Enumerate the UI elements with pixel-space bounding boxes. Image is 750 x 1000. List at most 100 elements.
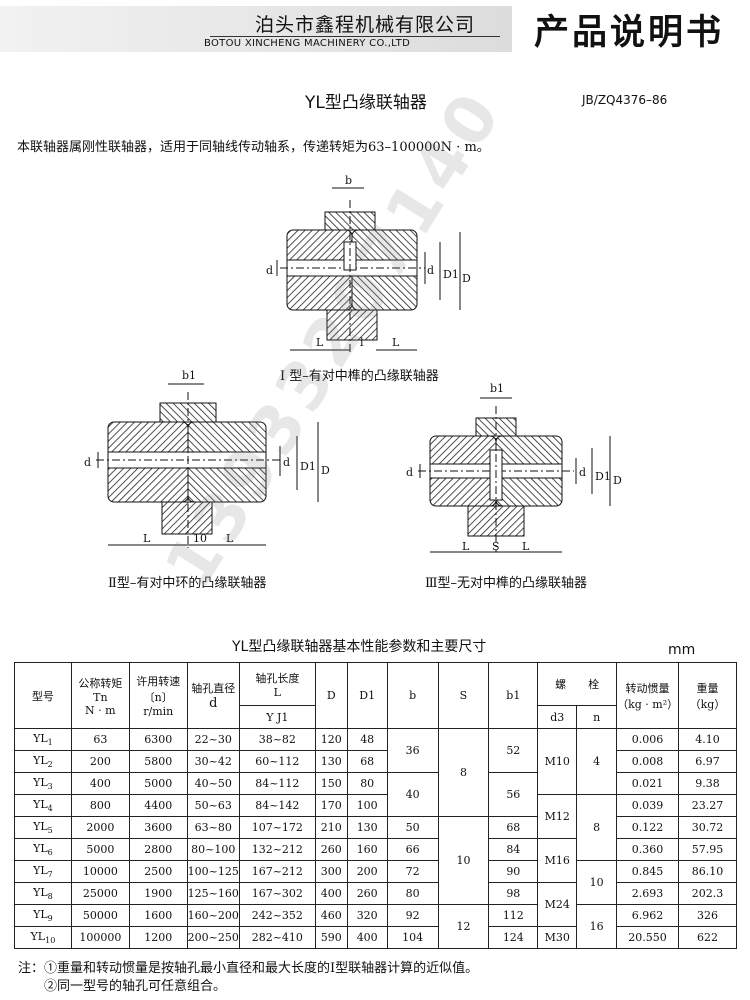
cell-weight: 326 [677, 904, 738, 927]
cell-D: 590 [314, 926, 348, 949]
cell-model: YL8 [14, 882, 72, 905]
header-bore-len-label: 轴孔长度 [255, 671, 300, 685]
cell-bore-dia: 40~50 [186, 772, 240, 795]
table-row: YL2 200 5800 30~42 60~112 130 68 0.008 6… [14, 750, 738, 773]
cell-weight: 4.10 [677, 728, 738, 751]
cell-b1: 124 [488, 926, 539, 949]
fig1-label-l: l [360, 336, 364, 349]
header-model: 型号 [14, 662, 72, 729]
cell-b: 72 [386, 860, 439, 883]
cell-D: 260 [314, 838, 348, 861]
cell-b1: 52 [488, 728, 539, 773]
notes: 注：①重量和转动惯量是按轴孔最小直径和最大长度的I型联轴器计算的近似值。 ②同一… [18, 960, 478, 996]
cell-b: 104 [386, 926, 439, 949]
table-row: YL9 50000 1600 160~200 242~352 460 320 9… [14, 904, 738, 949]
cell-speed: 3600 [128, 816, 188, 839]
cell-bore-dia: 30~42 [186, 750, 240, 773]
header-speed: 许用转速 〔n〕 r/min [128, 662, 188, 729]
cell-D1: 160 [346, 838, 388, 861]
cell-D: 120 [314, 728, 348, 751]
table-unit: mm [668, 642, 696, 658]
cell-n: 10 [576, 860, 618, 905]
cell-D1: 320 [346, 904, 388, 927]
cell-D1: 400 [346, 926, 388, 949]
table-row: YL5 2000 3600 63~80 107~172 210 130 50 1… [14, 816, 738, 905]
cell-d3: M12 [537, 794, 578, 839]
table-header-row-1: 型号 公称转矩 Tn N · m 许用转速 〔n〕 r/min 轴孔直径 d 轴… [14, 662, 738, 729]
cell-n: 8 [576, 794, 618, 861]
cell-model: YL4 [14, 794, 72, 817]
header-n: n [576, 705, 618, 729]
header-D: D [314, 662, 348, 729]
cell-D1: 48 [346, 728, 388, 751]
cell-b: 36 [386, 728, 439, 773]
company-name-cn: 泊头市鑫程机械有限公司 [255, 14, 476, 36]
fig1-label-D1: D1 [443, 268, 459, 281]
cell-d3: M16 [537, 838, 578, 883]
table-row: YL3 400 5000 40~50 84~112 150 80 40 56 0… [14, 772, 738, 817]
cell-bore-dia: 80~100 [186, 838, 240, 861]
header-bore-dia-sym: d [209, 696, 218, 711]
fig3-label-S: S [492, 540, 500, 553]
cell-D1: 80 [346, 772, 388, 795]
header-torque: 公称转矩 Tn N · m [70, 662, 130, 729]
cell-tn: 400 [70, 772, 130, 795]
fig1-caption: I 型–有对中榫的凸缘联轴器 [280, 368, 439, 384]
cell-b1: 98 [488, 882, 539, 905]
company-name-en: BOTOU XINCHENG MACHINERY CO.,LTD [204, 38, 411, 49]
header-weight-label: 重量 [696, 681, 719, 695]
product-title: YL型凸缘联轴器 [305, 93, 427, 113]
cell-weight: 86.10 [677, 860, 738, 883]
document-title: 产品说明书 [534, 13, 725, 53]
table-row: YL7 10000 2500 100~125 167~212 300 200 7… [14, 860, 738, 905]
cell-D: 460 [314, 904, 348, 927]
cell-b1: 84 [488, 838, 539, 861]
cell-d3: M24 [537, 882, 578, 927]
header-speed-unit: r/min [143, 705, 174, 718]
cell-speed: 1200 [128, 926, 188, 949]
cell-weight: 30.72 [677, 816, 738, 839]
table-row: YL10 100000 1200 200~250 282~410 590 400… [14, 926, 738, 949]
cell-speed: 1600 [128, 904, 188, 927]
cell-bore-len: 107~172 [238, 816, 316, 839]
header-weight: 重量 （kg） [677, 662, 738, 729]
figure-type-3 [418, 397, 611, 553]
cell-D: 130 [314, 750, 348, 773]
cell-D1: 100 [346, 794, 388, 817]
cell-bore-len: 84~142 [238, 794, 316, 817]
cell-S: 8 [437, 728, 490, 817]
fig3-label-L-left: L [462, 540, 470, 553]
cell-tn: 2000 [70, 816, 130, 839]
cell-model: YL5 [14, 816, 72, 839]
header-torque-unit: N · m [85, 703, 116, 717]
fig2-label-L-right: L [226, 532, 234, 545]
fig2-label-d: d [84, 456, 91, 469]
fig3-caption: Ⅲ型–无对中榫的凸缘联轴器 [425, 575, 587, 591]
cell-tn: 25000 [70, 882, 130, 905]
cell-weight: 6.97 [677, 750, 738, 773]
cell-bore-dia: 22~30 [186, 728, 240, 751]
cell-n: 4 [576, 728, 618, 795]
cell-model: YL2 [14, 750, 72, 773]
cell-model: YL1 [14, 728, 72, 751]
cell-b: 66 [386, 838, 439, 861]
header-speed-sym: 〔n〕 [143, 691, 173, 704]
header-bore-dia-label: 轴孔直径 [191, 682, 236, 695]
cell-inertia: 0.021 [616, 772, 679, 795]
header-bore-len-sym: L [273, 685, 281, 699]
cell-D: 170 [314, 794, 348, 817]
cell-bore-len: 132~212 [238, 838, 316, 861]
standard-code: JB/ZQ4376–86 [582, 93, 668, 107]
cell-inertia: 0.008 [616, 750, 679, 773]
cell-bore-len: 242~352 [238, 904, 316, 927]
cell-speed: 5800 [128, 750, 188, 773]
cell-D: 300 [314, 860, 348, 883]
cell-D1: 130 [346, 816, 388, 839]
cell-S: 10 [437, 816, 490, 905]
cell-speed: 2800 [128, 838, 188, 861]
cell-model: YL6 [14, 838, 72, 861]
header-bolt: 螺 栓 [537, 662, 618, 706]
cell-inertia: 0.039 [616, 794, 679, 817]
fig2-caption: Ⅱ型–有对中环的凸缘联轴器 [108, 575, 266, 591]
cell-d3: M10 [537, 728, 578, 795]
